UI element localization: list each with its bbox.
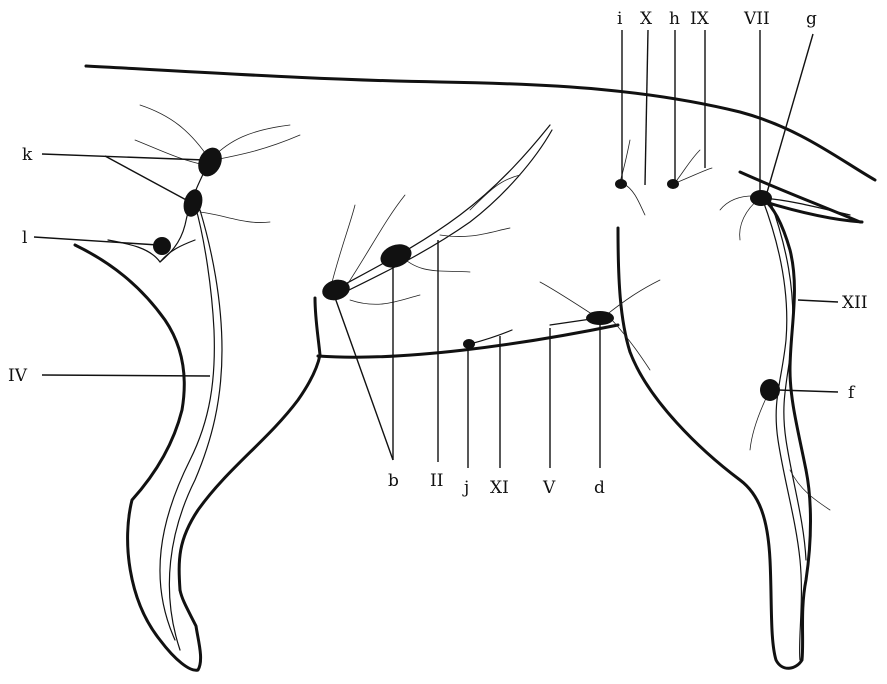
label-XI: XI — [490, 478, 509, 498]
branch-II-3 — [470, 175, 520, 210]
leader-g — [766, 34, 813, 196]
branch-k-5 — [200, 212, 270, 223]
label-f: f — [848, 383, 856, 403]
node-l — [153, 237, 171, 255]
branch-h-1 — [674, 150, 700, 184]
branch-b-1 — [330, 205, 355, 290]
label-II: II — [430, 471, 443, 491]
node-VII — [750, 190, 772, 206]
vessel-XII — [762, 198, 801, 660]
vessel-XI — [470, 330, 512, 344]
hind-leg-front — [618, 228, 811, 668]
leader-b-2 — [333, 292, 393, 460]
node-f — [760, 379, 780, 401]
label-i: i — [617, 9, 623, 29]
label-d: d — [594, 478, 605, 498]
label-l: l — [22, 228, 27, 248]
body-outline — [75, 66, 875, 670]
leader-X — [645, 30, 648, 185]
lymph-nodes — [153, 144, 780, 401]
branch-d-2 — [605, 280, 660, 316]
label-j: j — [462, 478, 469, 498]
label-g: g — [806, 9, 817, 29]
label-b: b — [388, 471, 399, 491]
label-V: V — [542, 478, 556, 498]
label-VII: VII — [743, 9, 770, 29]
node-i — [615, 179, 627, 189]
vessel-neck-2 — [160, 205, 214, 640]
branch-d-1 — [540, 282, 598, 318]
vessel-II — [338, 125, 550, 288]
label-h: h — [669, 9, 680, 29]
leader-XII — [798, 300, 838, 302]
armpit-line — [315, 298, 320, 355]
label-X: X — [640, 9, 653, 29]
branch-h-2 — [678, 168, 712, 182]
branch-b-3 — [350, 295, 420, 304]
lymph-vessels — [108, 125, 850, 660]
label-IX: IX — [690, 9, 710, 29]
label-XII: XII — [842, 293, 868, 313]
branch-i-2 — [624, 184, 645, 215]
front-leg-back — [179, 355, 320, 590]
leader-k-2 — [105, 156, 190, 202]
node-b-lower — [320, 277, 352, 304]
branch-k-3 — [214, 135, 300, 160]
leader-f — [778, 390, 838, 392]
branch-II-1 — [400, 255, 470, 272]
leader-k-1 — [42, 154, 205, 160]
branch-k-2 — [212, 125, 290, 158]
label-IV: IV — [8, 366, 28, 386]
hind-leg-back — [762, 198, 806, 470]
node-d — [586, 311, 614, 325]
vessel-XII-b — [770, 200, 806, 560]
branch-d-3 — [612, 320, 650, 370]
label-k: k — [22, 145, 33, 165]
leader-l — [34, 237, 158, 245]
node-h — [667, 179, 679, 189]
node-j — [463, 339, 475, 349]
node-b-upper — [377, 240, 415, 272]
neck-outline — [75, 245, 201, 670]
branches — [135, 105, 830, 510]
branch-k-4 — [135, 140, 205, 165]
branch-k-1 — [140, 105, 210, 160]
leader-IV — [42, 375, 210, 376]
